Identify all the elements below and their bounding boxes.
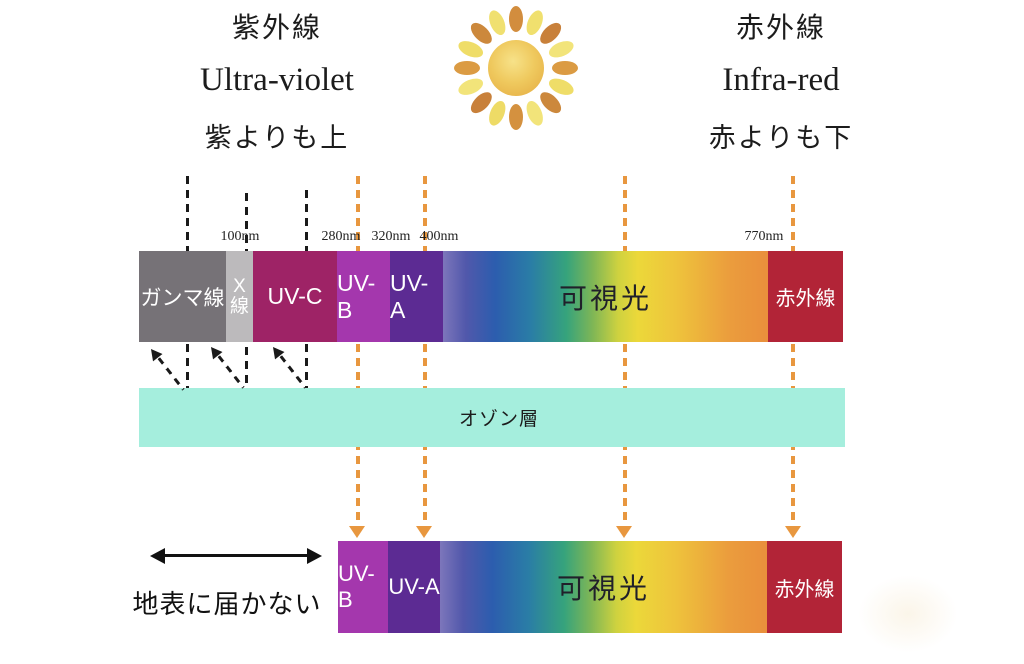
watermark-blob bbox=[858, 575, 958, 653]
visible-ray-arrowhead-icon bbox=[616, 526, 632, 538]
uvb-ray-dashed-line bbox=[355, 176, 360, 524]
infrared-ray-arrowhead-icon bbox=[785, 526, 801, 538]
reflected-ray-arrow-icon bbox=[205, 343, 248, 393]
arrowhead-right-icon bbox=[307, 548, 322, 564]
reflected-arrow-line bbox=[279, 355, 307, 389]
ultraviolet-header: 紫外線 Ultra-violet 紫よりも上 bbox=[147, 6, 407, 155]
segment-infrared-ground: 赤外線 bbox=[767, 541, 842, 633]
reflected-arrow-line bbox=[157, 357, 185, 391]
segment-uva-ground: UV-A bbox=[388, 541, 440, 633]
ultraviolet-subtitle-ja: 紫よりも上 bbox=[204, 123, 350, 153]
wavelength-label-280nm: 280nm bbox=[321, 229, 361, 244]
upper-spectrum-bar: ガンマ線 X線 UV-C UV-B UV-A 可視光 赤外線 bbox=[139, 251, 843, 342]
sun-icon bbox=[450, 0, 582, 136]
arrow-shaft bbox=[161, 554, 311, 557]
segment-uva: UV-A bbox=[390, 251, 443, 342]
segment-uvb-ground: UV-B bbox=[338, 541, 388, 633]
segment-uvc: UV-C bbox=[253, 251, 337, 342]
infrared-subtitle-ja: 赤よりも下 bbox=[708, 123, 854, 153]
uva-ray-dashed-line bbox=[422, 176, 427, 524]
infrared-title-en: Infra-red bbox=[722, 62, 840, 98]
segment-visible: 可視光 bbox=[443, 251, 768, 342]
uva-ray-arrowhead-icon bbox=[416, 526, 432, 538]
arrowhead-left-icon bbox=[150, 548, 165, 564]
infrared-header: 赤外線 Infra-red 赤よりも下 bbox=[651, 6, 911, 155]
segment-infrared: 赤外線 bbox=[768, 251, 843, 342]
segment-visible-ground: 可視光 bbox=[440, 541, 767, 633]
segment-gamma: ガンマ線 bbox=[139, 251, 226, 342]
reflected-arrow-line bbox=[217, 355, 245, 389]
segment-uvb: UV-B bbox=[337, 251, 390, 342]
ozone-layer-label: オゾン層 bbox=[458, 409, 539, 430]
lower-spectrum-bar: UV-B UV-A 可視光 赤外線 bbox=[338, 541, 842, 633]
infrared-ray-dashed-line bbox=[791, 176, 795, 524]
reflected-ray-arrow-icon bbox=[145, 345, 188, 395]
wavelength-label-770nm: 770nm bbox=[744, 229, 784, 244]
wavelength-label-400nm: 400nm bbox=[419, 229, 459, 244]
ultraviolet-title-en: Ultra-violet bbox=[200, 62, 354, 98]
ultraviolet-title-ja: 紫外線 bbox=[231, 13, 322, 44]
visible-ray-dashed-line bbox=[622, 176, 627, 524]
double-arrow-icon bbox=[150, 548, 322, 564]
wavelength-label-320nm: 320nm bbox=[371, 229, 411, 244]
wavelength-label-100nm: 100nm bbox=[220, 229, 260, 244]
uvb-ray-arrowhead-icon bbox=[349, 526, 365, 538]
ozone-layer-band: オゾン層 bbox=[139, 388, 845, 447]
segment-xray: X線 bbox=[226, 251, 253, 342]
infrared-title-ja: 赤外線 bbox=[735, 13, 826, 44]
not-reaching-ground-label: 地表に届かない bbox=[132, 590, 322, 619]
